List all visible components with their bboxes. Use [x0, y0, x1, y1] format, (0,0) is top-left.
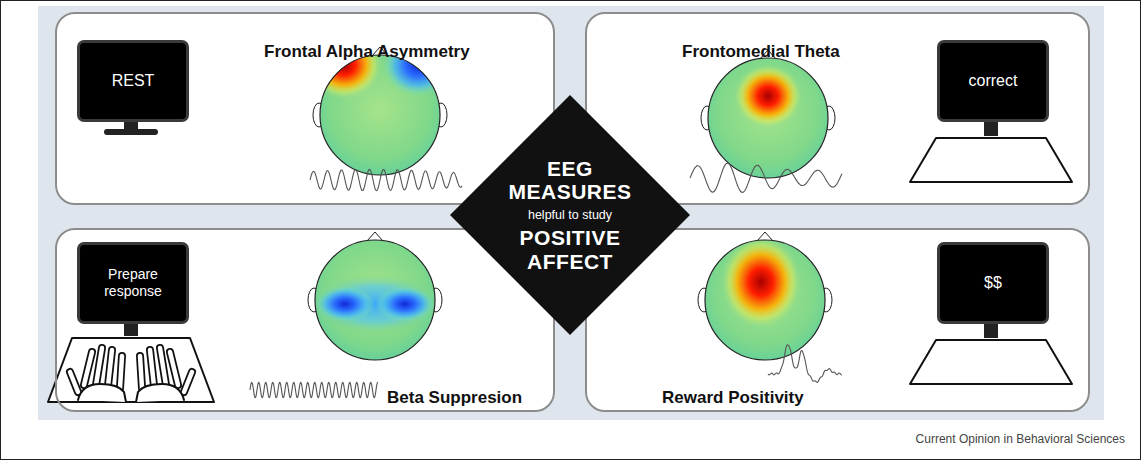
caption: Current Opinion in Behavioral Sciences: [916, 432, 1125, 446]
head-map: [698, 232, 832, 360]
monitor-screen: Prepare response: [77, 242, 189, 324]
measure-panel: Frontal Alpha AsymmetryREST: [55, 12, 555, 205]
diamond-text: EEG MEASURES helpful to studyPOSITIVE AFF…: [504, 157, 636, 273]
panel-grounds: [55, 12, 1090, 412]
center-diamond: EEG MEASURES helpful to studyPOSITIVE AFF…: [450, 95, 690, 335]
backdrop: [38, 6, 1104, 420]
monitor-screen: $$: [937, 242, 1049, 324]
waveform: [310, 169, 462, 190]
measure-title: Beta Suppresion: [387, 388, 522, 408]
subtitle: helpful to study: [528, 207, 612, 223]
monitor-screen: REST: [77, 40, 189, 122]
heading: POSITIVE AFFECT: [504, 226, 636, 273]
measure-title: Reward Positivity: [662, 388, 804, 408]
waveform: [768, 345, 842, 383]
screen-text: $$: [978, 273, 1008, 293]
measure-panel: Reward Positivity $$: [585, 228, 1090, 412]
measure-panel: Beta Suppresion Prepare response: [55, 228, 555, 412]
screen-text: REST: [106, 71, 161, 91]
waveform: [690, 163, 842, 192]
head-map: [701, 50, 835, 178]
waveform: [250, 382, 378, 398]
head-map: [308, 232, 442, 360]
screen-text: correct: [963, 71, 1024, 91]
measure-title: Frontal Alpha Asymmetry: [264, 42, 470, 62]
hands: [70, 348, 192, 402]
heading: EEG MEASURES: [504, 157, 636, 204]
measure-title: Frontomedial Theta: [682, 42, 840, 62]
measure-panel: Frontomedial Theta correct: [585, 12, 1090, 205]
screen-text: Prepare response: [80, 266, 186, 301]
keyboard: [48, 138, 1072, 402]
monitor-screen: correct: [937, 40, 1049, 122]
